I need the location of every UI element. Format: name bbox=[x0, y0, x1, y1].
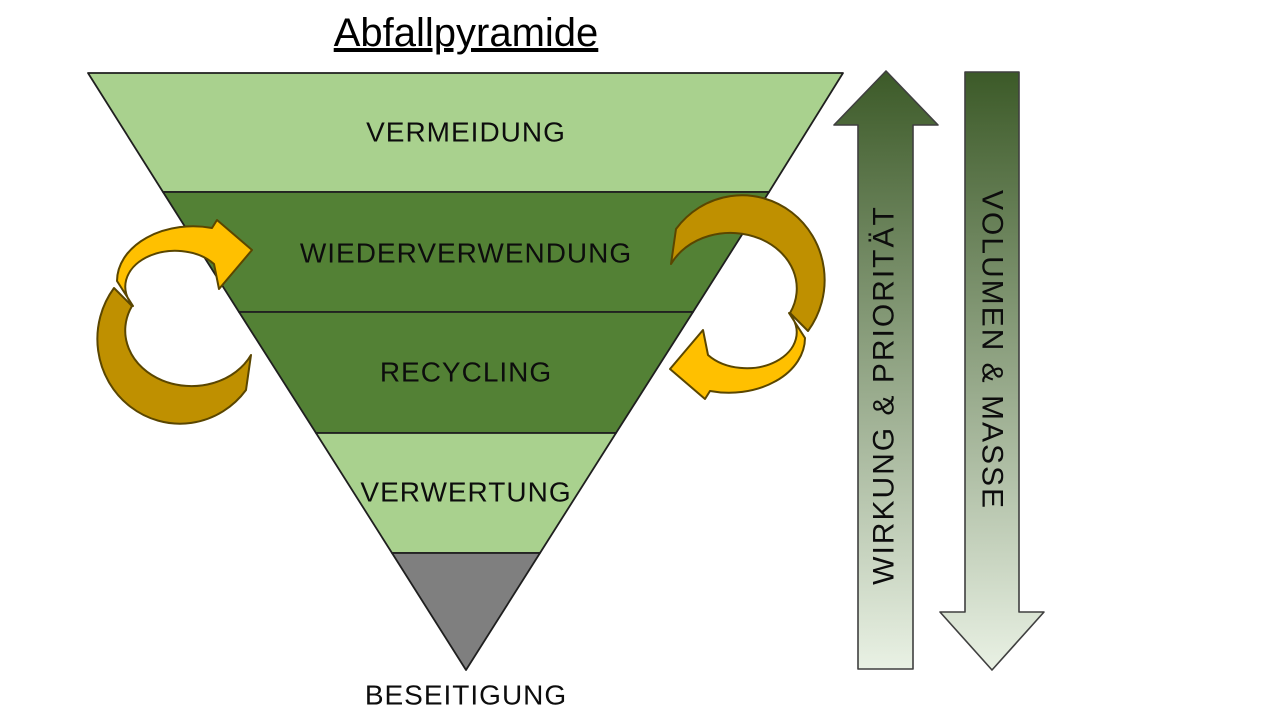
side-arrow-priority-label: WIRKUNG & PRIORITÄT bbox=[868, 205, 901, 585]
side-arrow-priority: WIRKUNG & PRIORITÄT bbox=[833, 70, 939, 670]
loop-arrow-right-head-band bbox=[669, 312, 806, 400]
side-arrow-volume: VOLUMEN & MASSE bbox=[939, 71, 1045, 671]
up-arrow-icon bbox=[833, 70, 939, 670]
down-arrow-icon bbox=[939, 71, 1045, 671]
level-label-recycling: RECYCLING bbox=[380, 357, 552, 388]
loop-arrow-left-back-band bbox=[96, 287, 252, 425]
level-label-vermeidung: VERMEIDUNG bbox=[366, 117, 566, 148]
loop-arrow-left-head-band bbox=[116, 219, 253, 307]
level-label-beseitigung: BESEITIGUNG bbox=[365, 680, 567, 711]
level-label-wiederverwendung: WIEDERVERWENDUNG bbox=[300, 238, 632, 269]
loop-arrow-left bbox=[96, 219, 253, 425]
side-arrow-volume-label: VOLUMEN & MASSE bbox=[976, 190, 1009, 510]
page-title: Abfallpyramide bbox=[334, 11, 599, 55]
pyramid-level-beseitigung bbox=[391, 552, 541, 671]
loop-arrow-right bbox=[669, 194, 826, 400]
pyramid: VERMEIDUNG WIEDERVERWENDUNG RECYCLING VE… bbox=[87, 72, 844, 711]
loop-arrow-right-back-band bbox=[670, 194, 826, 332]
level-label-verwertung: VERWERTUNG bbox=[360, 477, 571, 508]
